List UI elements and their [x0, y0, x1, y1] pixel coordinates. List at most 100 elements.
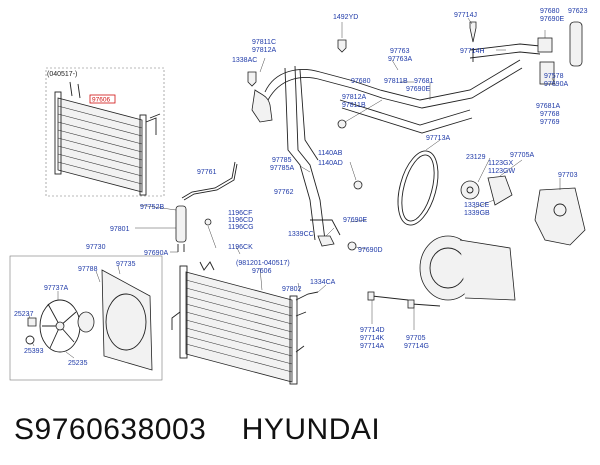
idler-pulley	[460, 180, 480, 200]
hose-97761	[181, 161, 236, 199]
compressor-body	[459, 239, 516, 301]
label-97714D: 97714D	[360, 327, 385, 334]
part-number: S9760638003	[14, 413, 207, 446]
fitting-1196	[204, 218, 212, 226]
caption-separator	[206, 413, 241, 446]
label-1140AD: 1140AD	[318, 160, 343, 167]
label-97811B: 97811B	[384, 78, 408, 85]
label-97606: 97606	[252, 268, 272, 275]
label-25393: 25393	[24, 348, 44, 355]
highlight-box	[89, 94, 116, 104]
condenser-pipe	[145, 113, 161, 135]
dashed-box	[45, 67, 165, 197]
valve-body	[251, 89, 273, 123]
label-97768: 97768	[540, 111, 560, 118]
drive-belt-inner	[401, 154, 435, 222]
label-97788: 97788	[78, 266, 98, 273]
hose-lower	[310, 219, 341, 236]
label-1334CA: 1334CA	[310, 279, 336, 286]
hose-middle	[339, 99, 471, 126]
receiver-drier	[569, 21, 583, 67]
label-97763A: 97763A	[388, 56, 412, 63]
label-97785: 97785	[272, 157, 292, 164]
nut-25393	[25, 335, 35, 345]
main-condenser-fins	[185, 279, 293, 373]
hose-upper	[264, 59, 521, 101]
compressor-bracket	[534, 187, 586, 246]
main-condenser-core	[185, 271, 293, 383]
label-97763: 97763	[390, 48, 410, 55]
bolt-97714J	[469, 21, 477, 43]
fan-blade	[39, 299, 81, 353]
clip-25237	[27, 317, 37, 327]
tensioner-bracket	[487, 175, 513, 206]
label-97785A: 97785A	[270, 165, 294, 172]
condenser-tank-right	[139, 114, 147, 196]
label-98120-range: (981201-040517)	[236, 260, 290, 267]
label-97703: 97703	[558, 172, 578, 179]
label-97714G: 97714G	[404, 343, 429, 350]
fan-motor	[77, 311, 95, 333]
main-condenser-left-pipe	[171, 311, 181, 330]
label-25235: 25235	[68, 360, 88, 367]
fitting-1140AB	[353, 180, 363, 190]
receiver-fittings	[177, 244, 185, 252]
label-97690E-c: 97690E	[343, 217, 367, 224]
label-97623: 97623	[568, 8, 588, 15]
label-97714J: 97714J	[454, 12, 477, 19]
condenser-fins	[57, 105, 143, 185]
label-97812A-b: 97812A	[342, 94, 366, 101]
label-97761: 97761	[197, 169, 217, 176]
label-97714A: 97714A	[360, 343, 384, 350]
bolt-97714G	[411, 303, 441, 307]
label-040517: (040517-)	[47, 71, 77, 78]
part-labels: 1492YD 97714J 97680 97690E 97623 97714H …	[14, 8, 588, 367]
label-1196CF: 1196CF	[228, 210, 252, 217]
label-97681: 97681	[414, 78, 434, 85]
bolt-head-97714D	[367, 291, 375, 301]
label-97681A: 97681A	[536, 103, 560, 110]
condenser-core	[57, 97, 143, 193]
exploded-parts-diagram: 97606 (040517-)	[9, 8, 588, 385]
label-97769: 97769	[540, 119, 560, 126]
label-97680b: 97680	[351, 78, 371, 85]
top-hoses	[247, 21, 583, 241]
label-97705: 97705	[406, 335, 426, 342]
fan-shroud-group	[9, 255, 163, 381]
mid-left-group	[175, 161, 357, 252]
label-97690E-a: 97690E	[540, 16, 564, 23]
label-1339GB: 1339GB	[464, 210, 490, 217]
label-1140AB: 1140AB	[318, 150, 343, 157]
main-condenser-group	[171, 261, 319, 385]
main-condenser-pipe-b	[295, 311, 307, 317]
hose-middle-b	[341, 107, 473, 134]
label-97752B: 97752B	[140, 204, 164, 211]
label-23129: 23129	[466, 154, 486, 161]
leader-lines-top	[259, 17, 557, 181]
leader-lines-lower	[27, 139, 561, 359]
label-97714H: 97714H	[460, 48, 485, 55]
label-1196CK: 1196CK	[228, 244, 253, 251]
label-97690E-b: 97690E	[406, 86, 430, 93]
hose-vertical-c	[299, 69, 319, 161]
sensor-1338AC	[247, 71, 257, 87]
label-97735: 97735	[116, 261, 136, 268]
fan-box	[9, 255, 163, 381]
hose-97761-b	[183, 163, 238, 201]
label-1123GX: 1123GX	[488, 160, 513, 167]
receiver-97801	[175, 205, 187, 243]
label-1339CC: 1339CC	[288, 231, 314, 238]
label-97578: 97578	[544, 73, 564, 80]
bolt-97714D	[371, 295, 409, 301]
brand-name: HYUNDAI	[241, 413, 381, 446]
label-97705A: 97705A	[510, 152, 534, 159]
label-1196CG: 1196CG	[228, 224, 254, 231]
label-97811B-b: 97811B	[342, 102, 366, 109]
label-97812A-a: 97812A	[252, 47, 276, 54]
main-condenser-pipe	[295, 291, 319, 301]
bracket-hole	[553, 203, 567, 217]
oring-97690D	[347, 241, 357, 251]
condenser-2004-group: 97606 (040517-)	[45, 67, 165, 197]
main-condenser-bracket	[199, 261, 215, 271]
